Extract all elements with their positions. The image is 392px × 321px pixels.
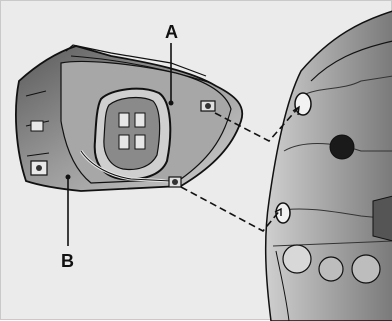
upper-mounting-hole	[295, 93, 311, 115]
callout-a-label: A	[165, 22, 178, 42]
upper-mounting-stud	[201, 101, 215, 111]
vehicle-body-panel	[266, 11, 392, 321]
tail-lamp-assembly	[16, 45, 242, 191]
body-large-hole	[330, 135, 354, 159]
callout-b-label: B	[61, 251, 74, 271]
lower-mounting-stud	[169, 177, 181, 187]
